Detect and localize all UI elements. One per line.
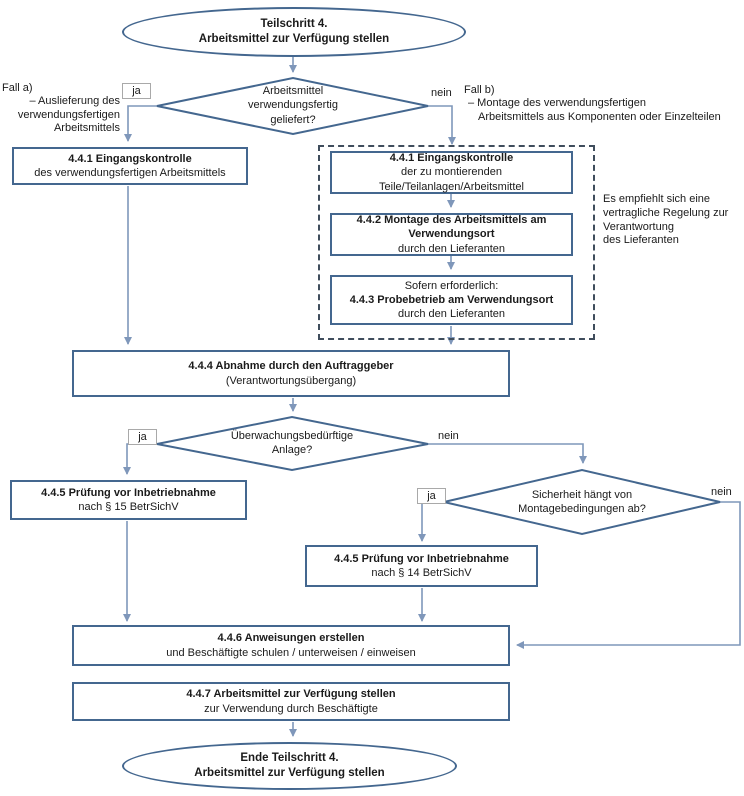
supplier-scope-dashed-box: [318, 145, 595, 340]
arrow-d2-nein-to-d3: [428, 443, 587, 464]
decision-safety-shape: [443, 468, 721, 536]
process-445-par15-box: 4.4.5 Prüfung vor Inbetriebnahme nach § …: [10, 480, 247, 520]
d3-nein-label: nein: [711, 486, 732, 498]
arrow-d1-nein-to-441b: [428, 105, 456, 145]
start-line2: Arbeitsmittel zur Verfügung stellen: [198, 33, 390, 45]
d2-ja-label: ja: [128, 429, 157, 445]
d1-nein-label: nein: [431, 87, 452, 99]
case-b-annotation: Fall b) – Montage des verwendungsfertige…: [464, 84, 721, 123]
arrow-d2-ja-to-445a: [123, 443, 157, 475]
start-terminator: Teilschritt 4. Arbeitsmittel zur Verfügu…: [122, 7, 466, 57]
arrow-d3-nein-to-446: [516, 501, 741, 649]
d1-ja-label: ja: [122, 83, 151, 99]
case-a-annotation: Fall a) – Auslieferung des verwendungsfe…: [2, 82, 120, 135]
arrow-d3-ja-to-445b: [418, 501, 444, 542]
process-441-parts-box: 4.4.1 Eingangskontrolle der zu montieren…: [330, 151, 573, 194]
decision-monitoring-shape: [156, 415, 429, 472]
process-445-par14-box: 4.4.5 Prüfung vor Inbetriebnahme nach § …: [305, 545, 538, 587]
process-442-box: 4.4.2 Montage des Arbeitsmittels am Verw…: [330, 213, 573, 256]
arrow-d1-ja-to-441a: [124, 105, 157, 142]
process-447-box: 4.4.7 Arbeitsmittel zur Verfügung stelle…: [72, 682, 510, 721]
start-line1: Teilschritt 4.: [260, 18, 328, 31]
d2-nein-label: nein: [438, 430, 459, 442]
end-line2: Arbeitsmittel zur Verfügung stellen: [194, 767, 385, 779]
process-441-ready-box: 4.4.1 Eingangskontrolle des verwendungsf…: [12, 147, 248, 185]
process-443-box: Sofern erforderlich: 4.4.3 Probebetrieb …: [330, 275, 573, 325]
process-446-box: 4.4.6 Anweisungen erstellen und Beschäft…: [72, 625, 510, 666]
d3-ja-label: ja: [417, 488, 446, 504]
process-444-box: 4.4.4 Abnahme durch den Auftraggeber (Ve…: [72, 350, 510, 397]
decision-delivered-label: Arbeitsmittel verwendungsfertig geliefer…: [248, 85, 338, 126]
decision-safety-label: Sicherheit hängt von Montagebedingungen …: [518, 489, 646, 516]
end-terminator: Ende Teilschritt 4. Arbeitsmittel zur Ve…: [122, 742, 457, 790]
contract-note: Es empfiehlt sich eine vertragliche Rege…: [603, 193, 729, 247]
end-line1: Ende Teilschritt 4.: [240, 752, 339, 765]
decision-monitoring-label: Überwachungsbedürftige Anlage?: [230, 430, 354, 457]
decision-delivered-shape: [156, 76, 429, 136]
